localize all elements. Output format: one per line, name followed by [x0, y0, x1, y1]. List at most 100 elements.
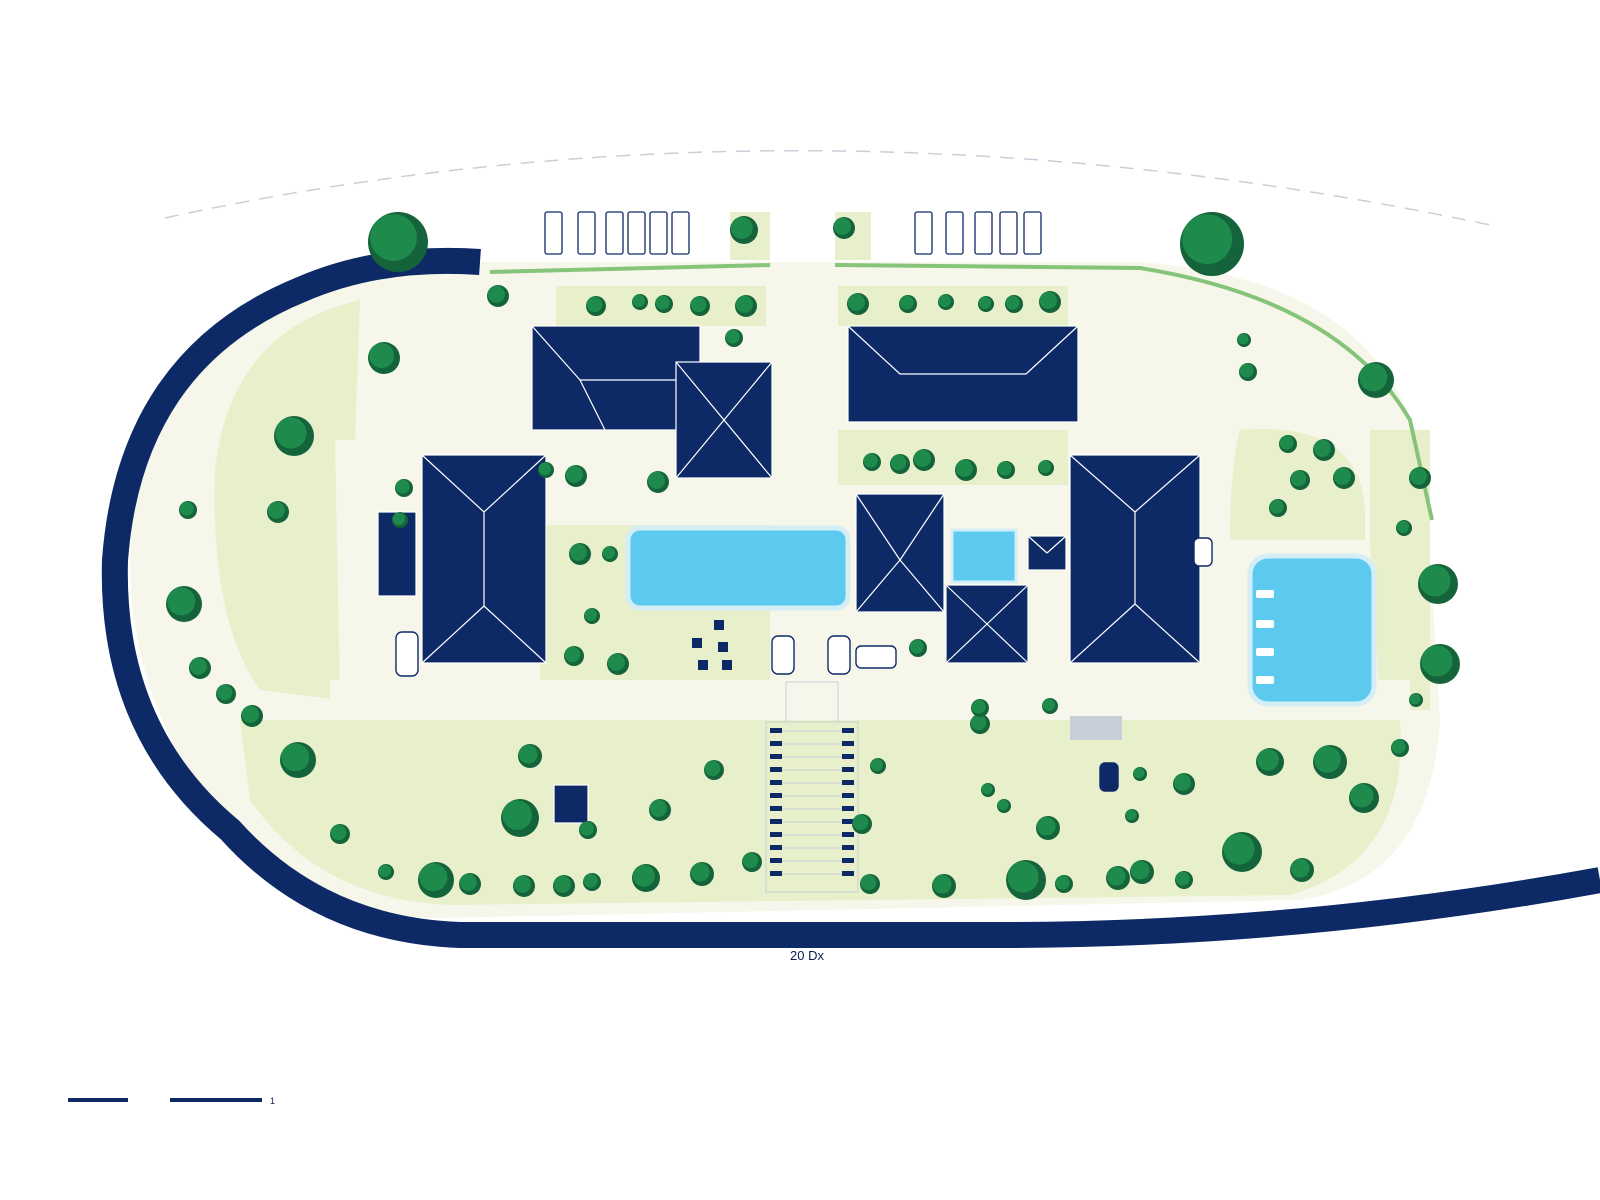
- stair-tread: [842, 819, 854, 824]
- lounger: [1256, 648, 1274, 656]
- parking-stall: [605, 211, 624, 255]
- stair-tread: [770, 741, 782, 746]
- stair-tread: [842, 793, 854, 798]
- car-icon: [1099, 762, 1119, 792]
- car-icon: [771, 635, 795, 675]
- tree-canopy: [1269, 499, 1284, 514]
- pool-loungers: [1256, 590, 1274, 684]
- tree-canopy: [370, 214, 417, 261]
- tree-canopy: [513, 875, 531, 893]
- car-icon: [395, 631, 419, 677]
- table-icon: [714, 620, 724, 630]
- parking-stall: [945, 211, 964, 255]
- tree-canopy: [913, 449, 931, 467]
- building-west: [421, 454, 547, 664]
- tree-canopy: [870, 758, 884, 772]
- tree-canopy: [1173, 773, 1191, 791]
- stairs-treads: [770, 728, 854, 876]
- tree-canopy: [330, 824, 347, 841]
- tree-canopy: [955, 459, 973, 477]
- tree-canopy: [586, 296, 603, 313]
- table-icon: [692, 638, 702, 648]
- tree-canopy: [553, 875, 571, 893]
- table-icon: [718, 642, 728, 652]
- stair-tread: [842, 767, 854, 772]
- tree-canopy: [518, 744, 538, 764]
- parking-stall: [974, 211, 993, 255]
- tree-canopy: [1133, 767, 1145, 779]
- tree-canopy: [1419, 565, 1451, 597]
- roof-ridge: [421, 605, 485, 664]
- tree-canopy: [649, 799, 667, 817]
- outdoor-tables: [692, 620, 1122, 740]
- tree-canopy: [189, 657, 207, 675]
- lounger: [1256, 590, 1274, 598]
- roof-ridge: [579, 379, 606, 431]
- car-icon: [1193, 537, 1213, 567]
- north-west-hedge-line: [489, 263, 771, 274]
- stair-tread: [770, 858, 782, 863]
- roof-ridge: [855, 559, 901, 613]
- tree-canopy: [1359, 363, 1388, 392]
- building-centre-b: [945, 584, 1029, 664]
- tree-canopy: [1313, 439, 1331, 457]
- tree-canopy: [1421, 645, 1453, 677]
- tree-canopy: [863, 453, 878, 468]
- tree-canopy: [579, 821, 594, 836]
- parking-stall: [914, 211, 933, 255]
- table-icon: [698, 660, 708, 670]
- tree-canopy: [179, 501, 194, 516]
- stair-tread: [770, 832, 782, 837]
- tree-canopy: [997, 799, 1009, 811]
- tree-canopy: [742, 852, 759, 869]
- tree-canopy: [1130, 860, 1150, 880]
- roof-ridge: [483, 605, 547, 664]
- scale-bar-label: 1: [270, 1096, 275, 1106]
- lounger: [1256, 620, 1274, 628]
- stair-tread: [842, 754, 854, 759]
- roof-ridge: [945, 623, 988, 664]
- tree-canopy: [392, 512, 406, 526]
- tree-canopy: [970, 714, 987, 731]
- stair-tread: [842, 832, 854, 837]
- tree-canopy: [1036, 816, 1056, 836]
- roof-ridge: [986, 584, 1029, 625]
- tree-canopy: [690, 296, 707, 313]
- roof-ridge: [675, 361, 773, 479]
- table-icon: [1070, 716, 1122, 740]
- roof-ridge: [421, 454, 485, 513]
- table-icon: [722, 660, 732, 670]
- tree-canopy: [378, 864, 392, 878]
- scale-bar-segment: [68, 1098, 128, 1102]
- parking-stall: [577, 211, 596, 255]
- tree-canopy: [909, 639, 924, 654]
- tree-canopy: [1279, 435, 1294, 450]
- central-walkway: [770, 262, 832, 682]
- parking-stall: [627, 211, 646, 255]
- tree-canopy: [395, 479, 410, 494]
- trees: [166, 212, 1460, 900]
- tree-canopy: [704, 760, 721, 777]
- building-centre-kiosk: [1027, 535, 1067, 571]
- car-icon: [855, 645, 897, 669]
- cars: [395, 537, 1213, 792]
- tree-canopy: [899, 295, 914, 310]
- stair-tread: [770, 780, 782, 785]
- tree-canopy: [938, 294, 952, 308]
- building-north-west-tower: [675, 361, 773, 479]
- gazebo: [553, 784, 589, 824]
- stair-tread: [770, 871, 782, 876]
- tree-canopy: [1409, 693, 1421, 705]
- building-north-west: [531, 325, 701, 431]
- parking-stall: [544, 211, 563, 255]
- stair-tread: [770, 793, 782, 798]
- roof-ridge: [1134, 454, 1201, 513]
- roof-ridge: [945, 584, 988, 625]
- stair-tread: [770, 767, 782, 772]
- tree-canopy: [1237, 333, 1249, 345]
- building-east: [1069, 454, 1201, 664]
- roof-ridge: [899, 559, 945, 613]
- pool-icon: [950, 528, 1018, 584]
- tree-canopy: [833, 217, 851, 235]
